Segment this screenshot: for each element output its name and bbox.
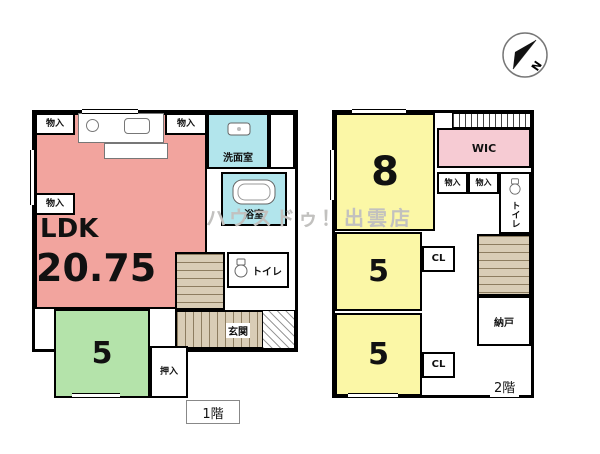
floor1-caption-text: 1階 xyxy=(202,406,224,422)
closet-label: CL xyxy=(431,359,446,370)
floor2-caption-text: 2階 xyxy=(494,381,516,396)
window xyxy=(82,109,138,114)
room-senmenshitsu: 洗面室 xyxy=(207,113,269,169)
kitchen-sink-icon xyxy=(124,118,150,134)
room-size: 5 xyxy=(91,336,113,371)
room-5-bottom: 5 xyxy=(335,313,422,396)
floor2-caption: 2階 xyxy=(490,376,520,397)
room-size: 5 xyxy=(368,254,389,289)
window xyxy=(330,150,335,200)
room-label: 浴室 xyxy=(244,210,264,221)
window xyxy=(352,109,406,114)
storage-area xyxy=(269,113,295,169)
stove-icon xyxy=(86,119,99,132)
toilet-icon xyxy=(234,258,248,282)
compass: N xyxy=(500,30,550,84)
closet-oshiire: 押入 xyxy=(150,346,188,398)
room-size: 5 xyxy=(368,337,389,372)
room-nando: 納戸 xyxy=(477,296,531,346)
compass-icon: N xyxy=(502,32,548,78)
stairs-floor1 xyxy=(175,252,225,310)
closet-cl-bottom: CL xyxy=(422,352,455,378)
room-toilet-floor2: トイレ xyxy=(499,172,531,234)
floor1-caption: 1階 xyxy=(186,400,240,424)
closet-label: 押入 xyxy=(159,366,178,377)
room-5-middle: 5 xyxy=(335,232,422,311)
closet-label: 物入 xyxy=(176,118,195,129)
closet-label: CL xyxy=(431,253,446,264)
closet-monoire-top-left: 物入 xyxy=(35,113,75,135)
kitchen-island xyxy=(104,143,168,159)
balcony-hatch xyxy=(452,113,531,128)
closet-label: 物入 xyxy=(444,178,461,187)
closet-cl-middle: CL xyxy=(422,246,455,272)
closet-monoire-top-right: 物入 xyxy=(165,113,207,135)
room-label: WIC xyxy=(471,141,497,155)
washbasin-icon xyxy=(227,121,251,140)
room-size: 8 xyxy=(371,149,399,195)
room-wic: WIC xyxy=(437,128,531,168)
toilet-icon xyxy=(509,178,521,199)
ldk-label: LDK xyxy=(40,214,99,244)
room-toilet-floor1: トイレ xyxy=(227,252,289,288)
ldk-size: 20.75 xyxy=(36,246,157,290)
closet-label: 物入 xyxy=(45,118,64,129)
bathtub-icon xyxy=(232,179,276,209)
window xyxy=(348,393,398,398)
window xyxy=(72,393,120,398)
closet-monoire-left: 物入 xyxy=(35,193,75,215)
genkan-label: 玄関 xyxy=(226,323,250,338)
closet-monoire-b: 物入 xyxy=(468,172,499,194)
room-label: 洗面室 xyxy=(223,153,253,164)
room-yokushitsu: 浴室 xyxy=(221,172,287,226)
entrance-porch xyxy=(262,310,295,349)
watermark: ハウスドゥ！出雲店 xyxy=(206,206,413,230)
stairs-floor2 xyxy=(477,234,531,296)
closet-label: 物入 xyxy=(45,198,64,209)
room-tatami-5: 5 xyxy=(54,309,150,398)
closet-monoire-a: 物入 xyxy=(437,172,468,194)
room-label: 納戸 xyxy=(494,317,514,329)
room-label: トイレ xyxy=(252,266,282,278)
room-8: 8 xyxy=(335,113,435,231)
closet-label: 物入 xyxy=(475,178,492,187)
room-label: トイレ xyxy=(509,201,520,228)
window xyxy=(30,150,35,205)
